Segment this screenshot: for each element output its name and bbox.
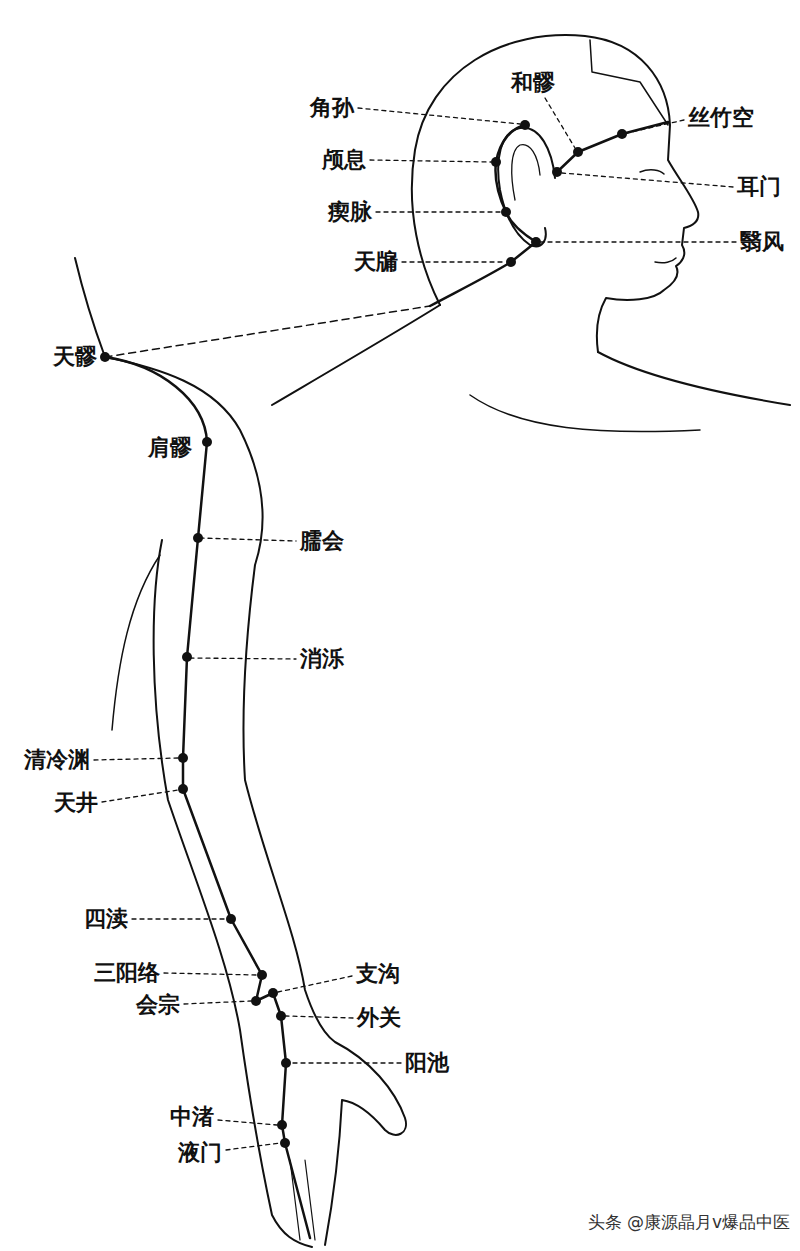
point-name: 液门 — [178, 1140, 222, 1166]
point-name: 肩髎 — [148, 435, 192, 461]
point-name: 阳池 — [405, 1050, 449, 1076]
shoulder-front — [598, 352, 790, 405]
point-name: 翳风 — [740, 229, 784, 255]
watermark: 头条 @康源晶月v爆品中医 — [588, 1209, 790, 1235]
point-name: 消泺 — [300, 646, 344, 672]
point-name: 支沟 — [356, 961, 400, 987]
leader-lines — [94, 98, 736, 1150]
point-name: 天井 — [54, 790, 98, 816]
point-name: 天牖 — [354, 249, 398, 275]
point-name: 清冷渊 — [24, 747, 90, 773]
mouth — [655, 258, 676, 263]
point-name: 会宗 — [136, 992, 180, 1018]
arm-outline — [75, 258, 406, 1245]
meridian-dash — [105, 306, 430, 357]
meridian-line — [105, 357, 310, 1238]
neck-back — [272, 305, 440, 405]
point-name: 瘈脉 — [328, 199, 372, 225]
point-name: 丝竹空 — [688, 105, 754, 131]
chest — [470, 395, 700, 432]
point-name: 角孙 — [310, 95, 354, 121]
point-name: 臑会 — [300, 528, 344, 554]
point-name: 耳门 — [737, 174, 781, 200]
point-name: 三阳络 — [94, 960, 160, 986]
point-name: 外关 — [357, 1005, 401, 1031]
meridian-line — [430, 122, 668, 306]
ear-inner — [512, 145, 540, 200]
point-name: 颅息 — [322, 147, 366, 173]
ear — [498, 128, 555, 247]
acupoints — [100, 120, 627, 1148]
head-outline — [412, 35, 698, 352]
arm-inner — [154, 540, 312, 1247]
body-side — [112, 555, 160, 730]
point-name: 中渚 — [170, 1104, 214, 1130]
point-name: 四渎 — [84, 906, 128, 932]
hair-line — [590, 40, 668, 125]
point-name: 天髎 — [53, 344, 97, 370]
eye — [640, 170, 664, 174]
point-name: 和髎 — [511, 70, 555, 96]
